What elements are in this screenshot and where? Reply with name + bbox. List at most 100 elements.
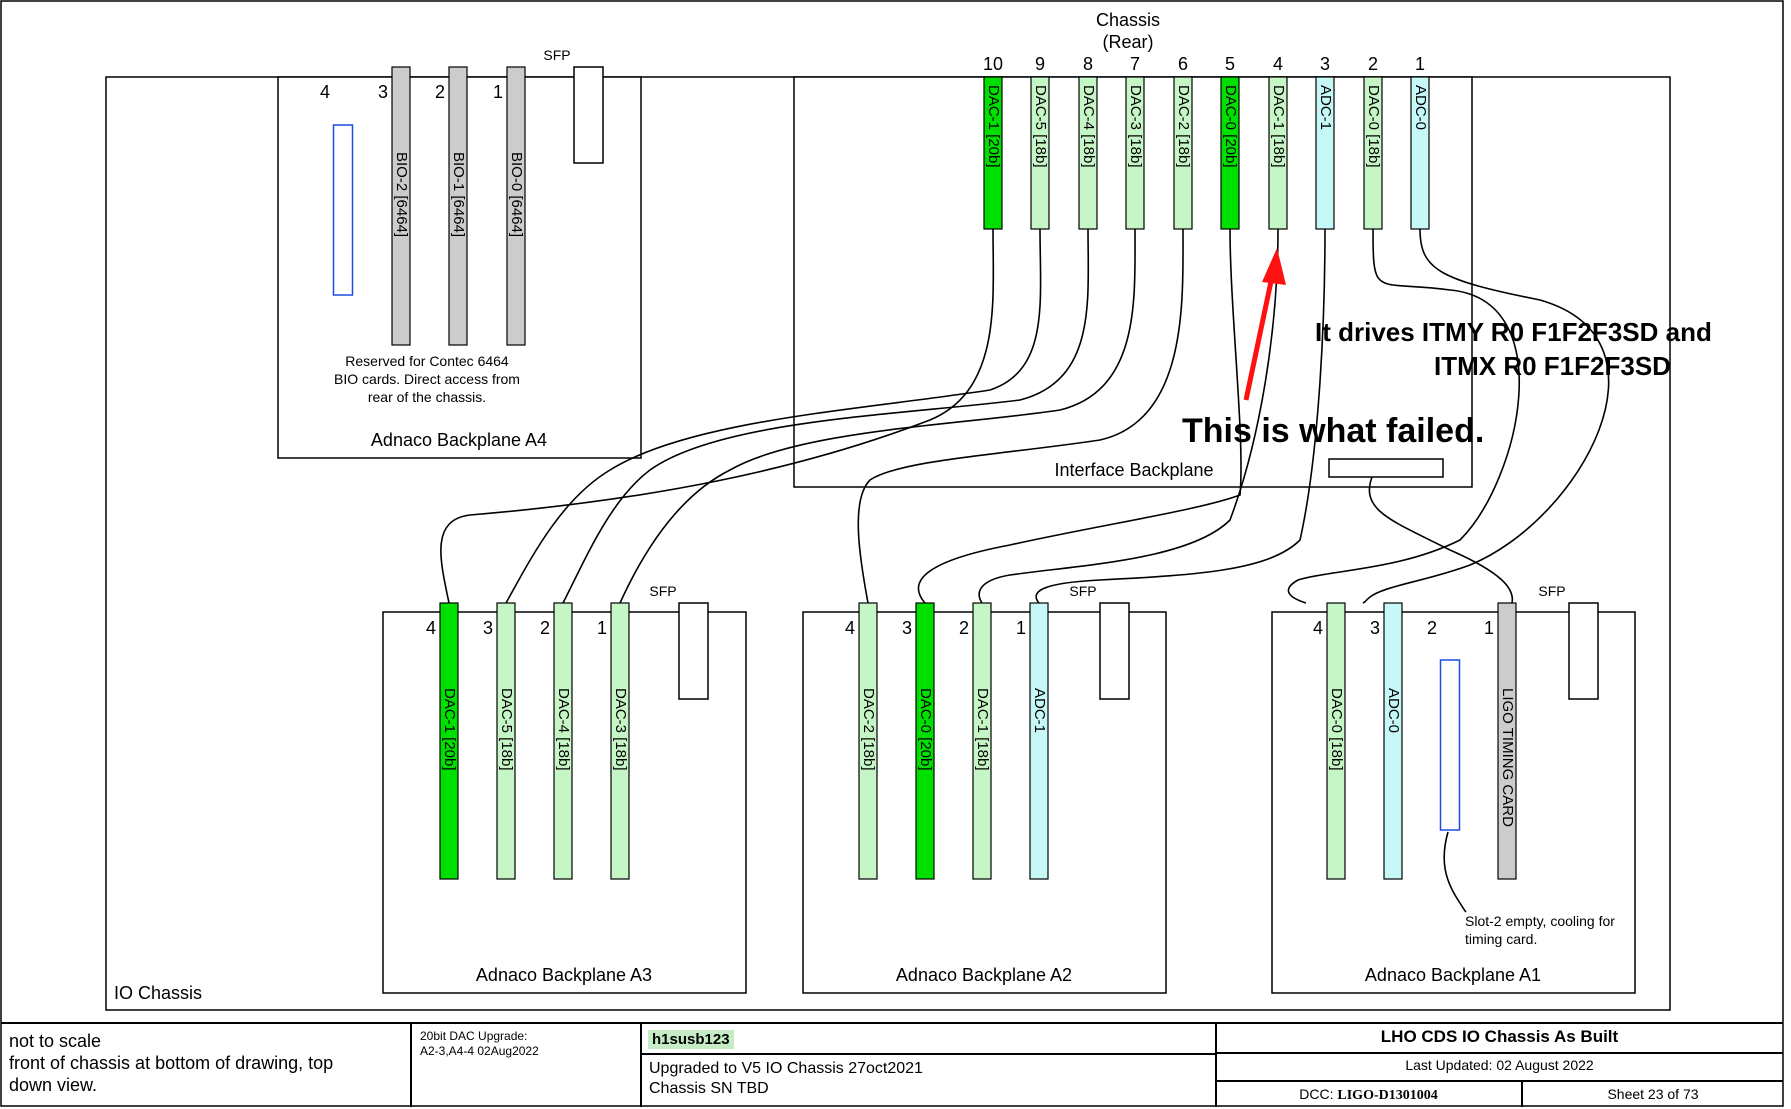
interface-slot-3-label: ADC-1 — [1317, 85, 1334, 130]
a2-slot-4-label: DAC-2 [18b] — [860, 688, 877, 771]
upgrade-note-line2: A2-3,A4-4 02Aug2022 — [420, 1044, 539, 1058]
cable-if7-a3s1 — [619, 228, 1136, 604]
a2-slot-1-card — [1029, 602, 1049, 880]
cable-if6-a2s4 — [857, 228, 1184, 604]
interface-connector — [1328, 458, 1444, 478]
interface-slot-10-label: DAC-1 [20b] — [985, 85, 1002, 168]
a3-title: Adnaco Backplane A3 — [476, 965, 652, 985]
interface-slot-3-number: 3 — [1320, 54, 1330, 74]
a3-slot-4-card — [439, 602, 459, 880]
upgrade-note-line1: 20bit DAC Upgrade: — [420, 1029, 528, 1043]
a3-slot-1-number: 1 — [597, 618, 607, 638]
interface-slot-3-card — [1315, 76, 1335, 230]
a4-note-line3: rear of the chassis. — [368, 389, 486, 405]
upgrade-note: 20bit DAC Upgrade: A2-3,A4-4 02Aug2022 — [420, 1029, 635, 1059]
a3-slot-2-label: DAC-4 [18b] — [555, 688, 572, 771]
a1-sfp-module — [1568, 602, 1599, 700]
interface-title: Interface Backplane — [1054, 460, 1213, 480]
cable-if9-a3s3 — [505, 228, 1042, 604]
title-block-divider-2 — [640, 1022, 642, 1107]
a1-slot-4-number: 4 — [1313, 618, 1323, 638]
a1-slot-3-label: ADC-0 — [1385, 688, 1402, 733]
title-block-divider-1 — [410, 1022, 412, 1107]
a1-slot-2-empty — [1439, 659, 1461, 831]
a1-slot-1-card — [1497, 602, 1517, 880]
a3-sfp-module — [678, 602, 709, 700]
interface-slot-6-card — [1173, 76, 1193, 230]
a3-slot-1-label: DAC-3 [18b] — [612, 688, 629, 771]
upgrade-history-line1: Upgraded to V5 IO Chassis 27oct2021 — [649, 1060, 923, 1077]
host-badge: h1susb123 — [648, 1030, 734, 1049]
io-chassis-label: IO Chassis — [114, 983, 202, 1003]
interface-slot-7-card — [1125, 76, 1145, 230]
failure-annotation: This is what failed. — [1182, 412, 1484, 450]
cable-if3-a2s1 — [1035, 228, 1326, 604]
title-block-divider-3 — [1215, 1022, 1217, 1107]
a4-slot-4-number: 4 — [320, 82, 330, 102]
a3-sfp-label: SFP — [649, 583, 676, 599]
a1-slot-4-label: DAC-0 [18b] — [1328, 688, 1345, 771]
interface-slot-5-card — [1220, 76, 1240, 230]
a4-slot-2-number: 2 — [435, 82, 445, 102]
interface-slot-9-label: DAC-5 [18b] — [1032, 85, 1049, 168]
cable-if8-a3s2 — [562, 228, 1090, 604]
chassis-header-line2: (Rear) — [1102, 32, 1153, 52]
a2-slot-1-label: ADC-1 — [1031, 688, 1048, 733]
a4-sfp-label: SFP — [543, 47, 570, 63]
a3-slot-4-label: DAC-1 [20b] — [441, 688, 458, 771]
a2-slot-4-card — [858, 602, 878, 880]
a4-slot-2-label: BIO-1 [6464] — [450, 152, 467, 237]
document-title: LHO CDS IO Chassis As Built — [1380, 1027, 1619, 1046]
title-block-divider-4 — [1521, 1080, 1523, 1107]
dcc-number: LIGO-D1301004 — [1337, 1088, 1438, 1103]
a2-slot-2-label: DAC-1 [18b] — [974, 688, 991, 771]
interface-slot-1-label: ADC-0 — [1412, 85, 1429, 130]
cable-if10-a3s4 — [440, 228, 995, 604]
a4-slot-3-card — [391, 66, 411, 346]
a1-slot-4-card — [1326, 602, 1346, 880]
cable-group — [440, 228, 1610, 913]
a2-slot-2-number: 2 — [959, 618, 969, 638]
cable-if5-a2s3 — [917, 228, 1242, 604]
interface-slot-7-number: 7 — [1130, 54, 1140, 74]
a1-slot-1-number: 1 — [1484, 618, 1494, 638]
a2-sfp-module — [1099, 602, 1130, 700]
drawing-notes: not to scale front of chassis at bottom … — [9, 1030, 404, 1096]
drawing-note-line1: not to scale — [9, 1031, 102, 1051]
a3-slot-4-number: 4 — [426, 618, 436, 638]
dcc-field: DCC: LIGO-D1301004 — [1216, 1086, 1521, 1104]
a4-slot-1-label: BIO-0 [6464] — [508, 152, 525, 237]
interface-slot-5-label: DAC-0 [20b] — [1222, 85, 1239, 168]
title-block-hline-right-2 — [1215, 1080, 1783, 1082]
a3-slot-3-card — [496, 602, 516, 880]
a4-slot-3-label: BIO-2 [6464] — [393, 152, 410, 237]
a1-sfp-label: SFP — [1538, 583, 1565, 599]
a4-slot-1-number: 1 — [493, 82, 503, 102]
interface-slot-7-label: DAC-3 [18b] — [1127, 85, 1144, 168]
a2-slot-3-card — [915, 602, 935, 880]
a4-sfp-module — [573, 66, 604, 164]
drawing-note-line3: down view. — [9, 1075, 98, 1095]
drawing-note-line2: front of chassis at bottom of drawing, t… — [9, 1053, 334, 1073]
a2-slot-3-number: 3 — [902, 618, 912, 638]
a3-slot-2-card — [553, 602, 573, 880]
a4-title: Adnaco Backplane A4 — [371, 430, 547, 450]
interface-slot-2-number: 2 — [1368, 54, 1378, 74]
a1-slot-2-number: 2 — [1427, 618, 1437, 638]
failure-arrow-shaft — [1243, 271, 1276, 401]
a1-slot-1-label: LIGO TIMING CARD — [1499, 688, 1516, 827]
interface-slot-6-label: DAC-2 [18b] — [1175, 85, 1192, 168]
a2-sfp-label: SFP — [1069, 583, 1096, 599]
interface-slot-10-number: 10 — [983, 54, 1003, 74]
title-block-top-border — [1, 1022, 1783, 1024]
interface-slot-5-number: 5 — [1225, 54, 1235, 74]
a3-slot-3-number: 3 — [483, 618, 493, 638]
a4-slot-1-card — [506, 66, 526, 346]
interface-slot-9-number: 9 — [1035, 54, 1045, 74]
interface-slot-9-card — [1030, 76, 1050, 230]
a4-note-line1: Reserved for Contec 6464 — [345, 353, 509, 369]
a1-note-line2: timing card. — [1465, 931, 1537, 947]
